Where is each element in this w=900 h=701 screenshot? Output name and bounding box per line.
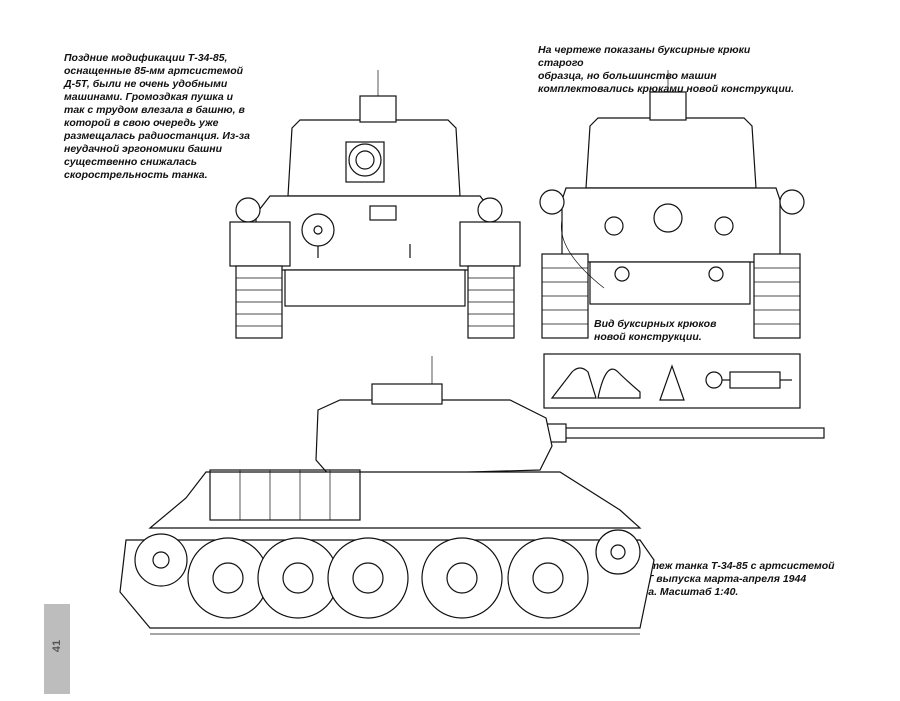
rear-view-drawing <box>539 70 805 339</box>
front-view-drawing <box>229 70 521 339</box>
caption-hooks: Вид буксирных крюков новой конструкции. <box>594 318 717 343</box>
caption-right: На чертеже показаны буксирные крюки стар… <box>538 44 795 95</box>
tow-hook-detail <box>543 353 801 409</box>
page-tab <box>44 604 70 694</box>
side-view-drawing <box>119 356 825 635</box>
caption-left: Поздние модификации Т-34-85, оснащенные … <box>64 52 250 181</box>
